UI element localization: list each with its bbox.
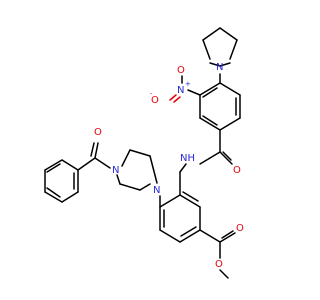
nitro-nitrogen-label: N [177,85,184,96]
benzoyl-group [77,142,111,171]
piperazine-ring [116,149,161,208]
piperazine-nitrogen-bottom-label: N [153,185,160,196]
nitro-group [169,75,201,103]
nitro-nitrogen-charge-label: + [185,80,191,88]
chemical-structure-diagram: N N + O - O O NH N N O O O [44,27,244,279]
amide-nh-label: NH [180,153,195,164]
pyrrolidine-nitrogen-label: N [216,62,223,73]
piperazine-nitrogen-top-label: N [112,165,119,176]
ester-methoxy-oxygen-label: O [215,259,223,270]
nitro-oxygen-label: O [177,65,185,76]
benzoyl-oxygen-label: O [94,127,102,138]
phenyl-ring [44,159,79,203]
ester-carbonyl-oxygen-label: O [236,223,244,234]
pyrrolidine-ring [202,27,238,67]
nitro-oxygen-charge-label: - [150,90,153,98]
central-benzene-ring [159,171,201,243]
amide-oxygen-label: O [233,165,241,176]
nitro-oxygen-anion-label: O [151,95,159,106]
nitro-benzene-ring [199,73,241,131]
amide-linkage [179,129,233,173]
methyl-ester-group [199,229,236,279]
